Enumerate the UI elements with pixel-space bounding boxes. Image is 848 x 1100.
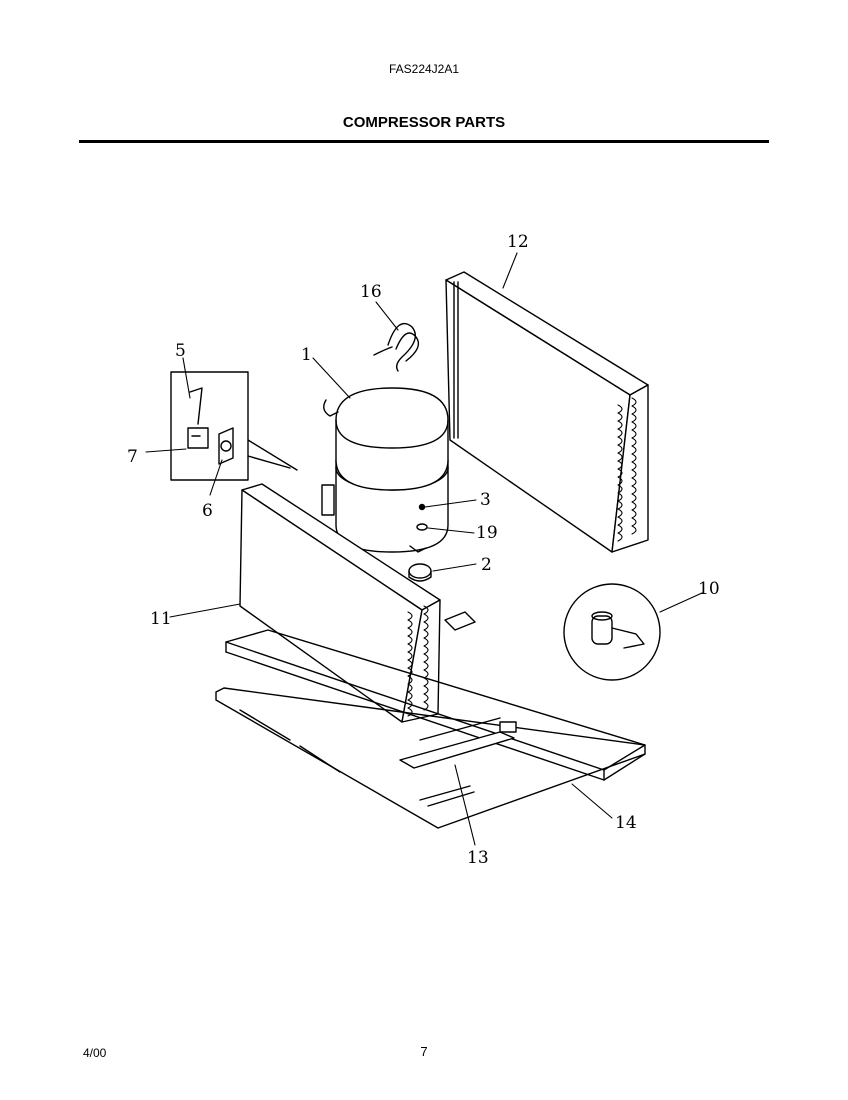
section-title: COMPRESSOR PARTS (342, 114, 506, 131)
callout-2: 2 (481, 555, 492, 575)
callout-19: 19 (476, 523, 498, 543)
callout-7: 7 (127, 447, 138, 467)
callout-6: 6 (202, 501, 213, 521)
revision-date: 4/00 (83, 1046, 107, 1060)
model-number: FAS224J2A1 (388, 62, 460, 76)
callout-labels: 12 16 1 5 7 6 3 19 2 10 11 14 13 (127, 232, 720, 868)
callout-16: 16 (360, 282, 382, 302)
callout-13: 13 (467, 848, 489, 868)
callout-14: 14 (615, 813, 637, 833)
relay-detail-box (170, 371, 298, 481)
accumulator-detail (563, 583, 661, 681)
front-coil (239, 483, 441, 723)
drain-tray (399, 717, 517, 769)
header-rule (79, 140, 769, 143)
callout-11: 11 (150, 609, 172, 629)
callout-1: 1 (301, 345, 312, 365)
callout-3: 3 (480, 490, 491, 510)
leader-lines (145, 252, 703, 846)
compressor (321, 387, 449, 553)
base-pan (215, 611, 646, 829)
page-number: 7 (420, 1044, 428, 1059)
grommet (408, 563, 432, 582)
callout-10: 10 (698, 579, 720, 599)
rear-condenser-coil (445, 271, 649, 553)
tubing (373, 322, 420, 372)
callout-12: 12 (507, 232, 529, 252)
callout-5: 5 (175, 341, 186, 361)
